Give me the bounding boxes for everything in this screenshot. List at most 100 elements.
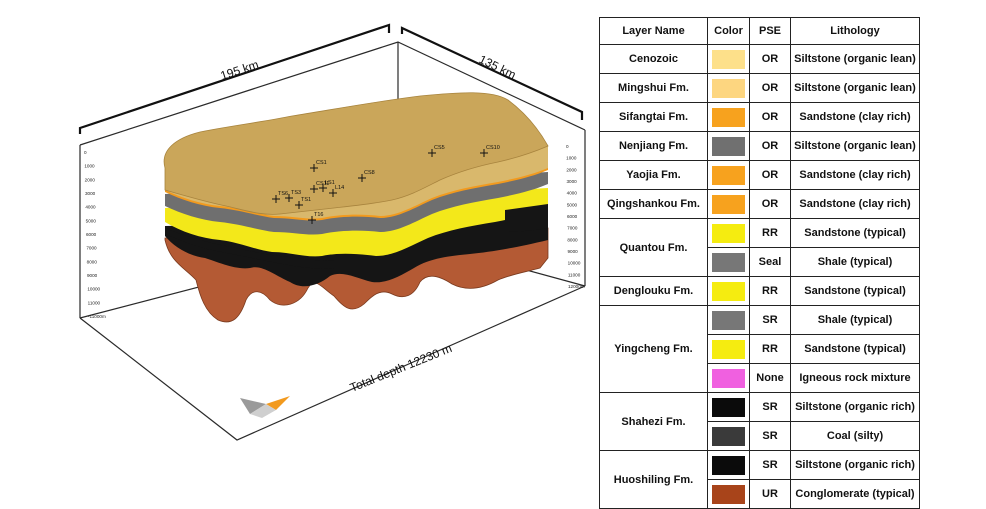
well-marker: TS1 [295,197,311,209]
depth-tick-label: 8000 [87,259,98,264]
legend-color-swatch [712,223,745,243]
top-surface [163,92,549,215]
depth-tick-label: 4000 [85,205,96,210]
legend-pse: OR [749,160,791,190]
legend-layer-name: Nenjiang Fm. [599,131,708,161]
legend-color-swatch [712,281,745,301]
legend-pse: OR [749,73,791,103]
legend-lithology: Sandstone (clay rich) [790,189,920,219]
well-label: CS1 [316,160,327,166]
depth-tick-label: 7000 [567,226,578,231]
legend-lithology: Sandstone (typical) [790,334,920,364]
legend-lithology: Siltstone (organic lean) [790,73,920,103]
legend-pse: OR [749,44,791,74]
depth-tick-label: 10000 [568,261,581,266]
well-label: CS10 [486,145,500,151]
well-marker: CS1 [310,160,327,172]
legend-color-cell [707,363,750,393]
legend-lithology: Siltstone (organic lean) [790,44,920,74]
legend-pse: OR [749,102,791,132]
legend-color-swatch [712,194,745,214]
legend-lithology: Conglomerate (typical) [790,479,920,509]
legend-color-cell [707,160,750,190]
legend-layer-name: Cenozoic [599,44,708,74]
well-label: T16 [314,212,323,218]
header-lithology: Lithology [790,17,920,45]
black-stripe [165,228,334,269]
depth-tick-label: 1000 [84,164,95,169]
dimension-brackets [78,23,584,134]
legend-pse: Seal [749,247,791,277]
legend-lithology: Siltstone (organic rich) [790,450,920,480]
well-label: TS3 [291,190,301,196]
well-marker: CS5 [428,145,445,157]
legend-pse: UR [749,479,791,509]
legend-color-swatch [712,484,745,504]
legend-layer-name: Denglouku Fm. [599,276,708,306]
legend-color-swatch [712,310,745,330]
legend-color-cell [707,479,750,509]
depth-tick-label: 6000 [567,214,578,219]
legend-pse: None [749,363,791,393]
well-marker: TS3 [285,190,301,202]
legend-color-swatch [712,165,745,185]
well-marker: L14 [329,185,344,197]
depth-tick-label: 0 [84,150,87,155]
length-label: 195 km [219,57,261,82]
legend-lithology: Siltstone (organic rich) [790,392,920,422]
legend-color-cell [707,334,750,364]
depth-tick-label: -11000m [88,314,106,319]
legend-pse: SR [749,305,791,335]
legend-color-cell [707,305,750,335]
header-pse: PSE [749,17,791,45]
depth-tick-label: 9000 [87,273,98,278]
depth-tick-label: 2000 [566,167,577,172]
legend-color-cell [707,450,750,480]
well-marker: TS6 [272,191,288,203]
legend-lithology: Coal (silty) [790,421,920,451]
well-marker: LS1 [319,180,335,192]
legend-color-swatch [712,49,745,69]
well-label: TS1 [301,197,311,203]
legend-color-cell [707,44,750,74]
legend-color-swatch [712,339,745,359]
legend-color-swatch [712,368,745,388]
depth-tick-label: 5000 [567,202,578,207]
depth-label: Total depth 12230 m [348,341,454,395]
legend-color-swatch [712,252,745,272]
legend-layer-name: Yingcheng Fm. [599,305,708,393]
legend-color-cell [707,189,750,219]
header-layer-name: Layer Name [599,17,708,45]
legend-lithology: Shale (typical) [790,247,920,277]
legend-lithology: Sandstone (typical) [790,218,920,248]
right-depth-ticks: 0100020003000400050006000700080009000100… [566,144,585,289]
legend-layer-name: Yaojia Fm. [599,160,708,190]
depth-tick-label: 8000 [567,237,578,242]
legend-color-swatch [712,397,745,417]
depth-tick-label: 2000 [85,177,96,182]
well-marker: T16 [308,212,323,224]
legend-layer-name: Huoshiling Fm. [599,450,708,509]
legend-layer-name: Shahezi Fm. [599,392,708,451]
legend-layer-name: Quantou Fm. [599,218,708,277]
depth-tick-label: 12000m [568,284,585,289]
depth-tick-label: 3000 [567,179,578,184]
black-block [505,204,548,232]
legend-lithology: Igneous rock mixture [790,363,920,393]
legend-pse: SR [749,450,791,480]
width-label: 135 km [477,52,519,82]
legend-color-swatch [712,426,745,446]
legend-lithology: Sandstone (clay rich) [790,102,920,132]
